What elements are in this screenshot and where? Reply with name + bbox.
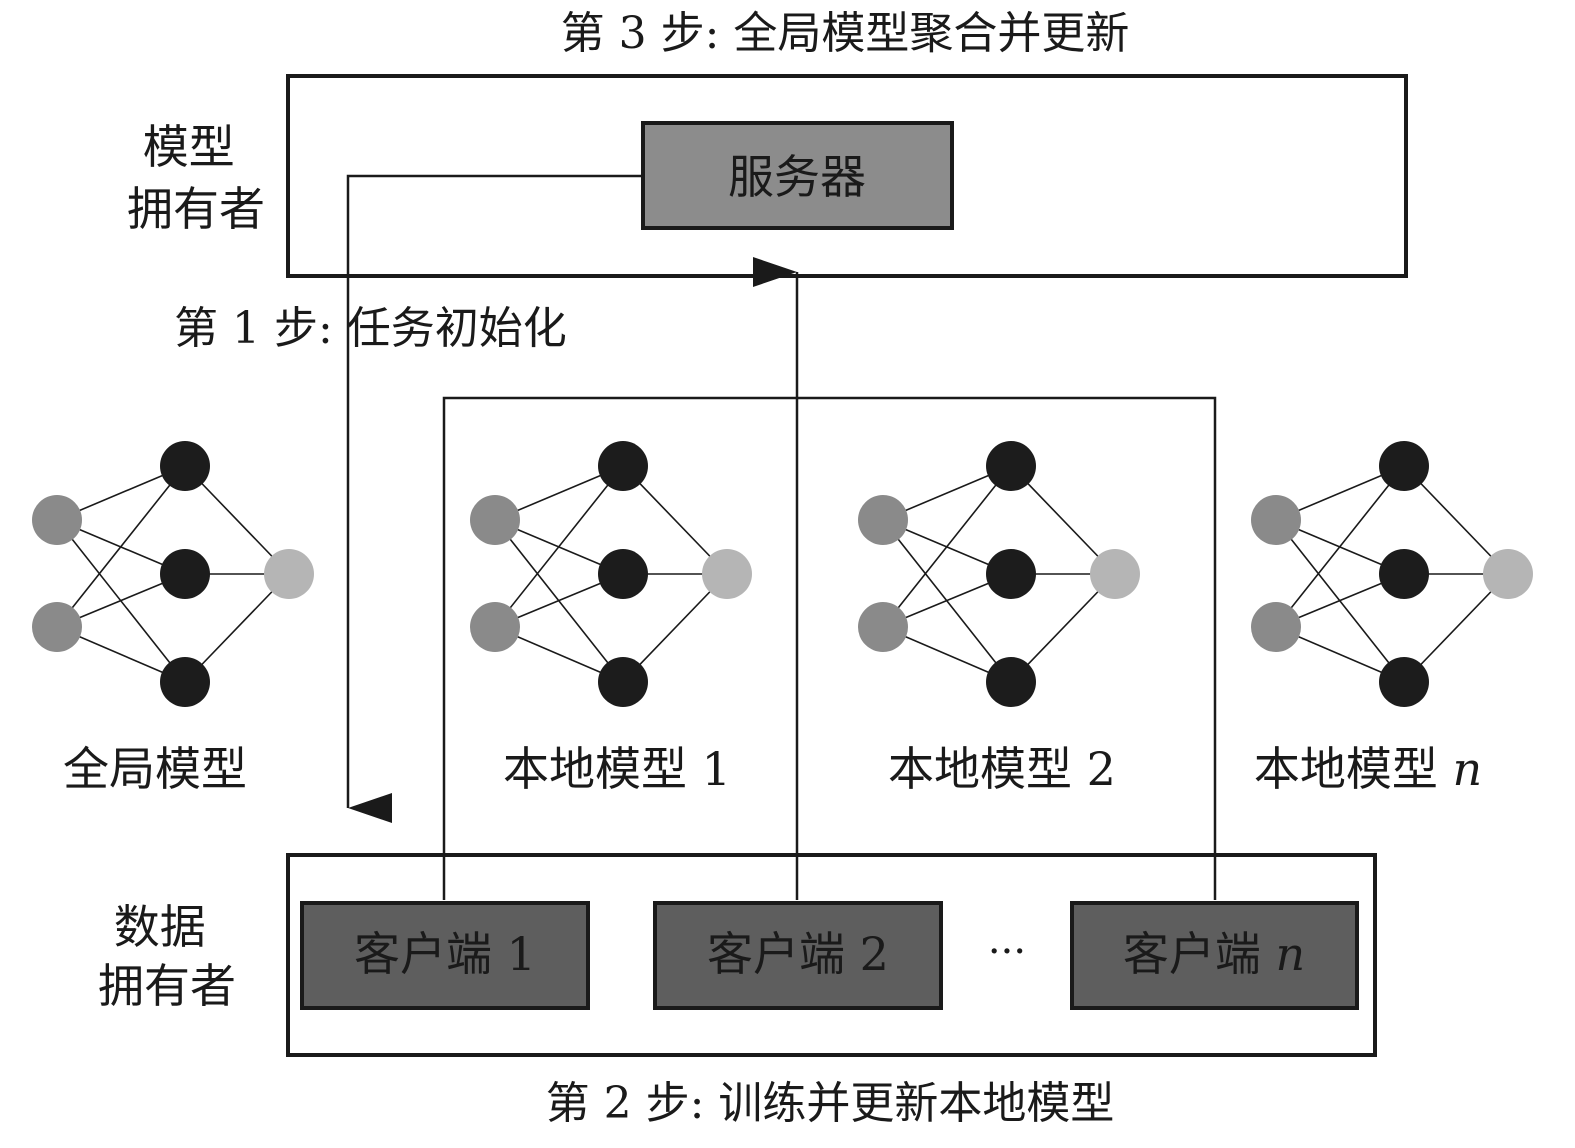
local-model-n-label: 本地模型 n (1254, 742, 1482, 796)
step2-label: 第 2 步: 训练并更新本地模型 (546, 1078, 1115, 1129)
local-model-2-label: 本地模型 2 (888, 742, 1116, 796)
network-edge (56, 465, 186, 628)
client-box-1[interactable]: 客户端 1 (300, 901, 590, 1010)
input-node (1251, 495, 1301, 545)
client-1-label: 客户端 1 (354, 927, 536, 981)
network-edge (494, 465, 624, 628)
data-owner-line2: 拥有者 (98, 959, 236, 1013)
client-2-id: 2 (860, 927, 889, 981)
model-owner-line1: 模型 (143, 120, 235, 174)
output-node (264, 549, 314, 599)
local-model-1-label-suffix: 1 (702, 742, 731, 796)
local-model-1-label-prefix: 本地模型 (503, 742, 702, 796)
global-model-label: 全局模型 (63, 742, 247, 796)
data-owner-line1: 数据 (114, 900, 206, 954)
server-label: 服务器 (728, 150, 866, 204)
input-node (32, 495, 82, 545)
client-1-rect (300, 901, 590, 1010)
hidden-node (598, 657, 648, 707)
neural-networks (32, 441, 1533, 707)
hidden-node (1379, 549, 1429, 599)
client-2-label: 客户端 2 (707, 927, 889, 981)
output-node (702, 549, 752, 599)
task-init-arrow (346, 174, 643, 823)
local-model-1-label: 本地模型 1 (503, 742, 731, 796)
client-n-prefix: 客户端 (1123, 927, 1276, 981)
local-model-1-network (470, 441, 752, 707)
output-node (1090, 549, 1140, 599)
client-n-label: 客户端 n (1123, 927, 1305, 981)
client-1-id: 1 (507, 927, 536, 981)
data-owner-label: 数据 拥有者 (98, 900, 236, 1013)
global-model-network (32, 441, 314, 707)
input-node (858, 495, 908, 545)
step1-label: 第 1 步: 任务初始化 (174, 303, 567, 354)
local-model-n-label-prefix: 本地模型 (1254, 742, 1453, 796)
client-2-prefix: 客户端 (707, 927, 860, 981)
step3-label: 第 3 步: 全局模型聚合并更新 (561, 8, 1130, 59)
hidden-node (1379, 657, 1429, 707)
local-model-2-label-suffix: 2 (1087, 742, 1116, 796)
network-edge (1275, 465, 1405, 628)
model-owner-line2: 拥有者 (127, 182, 265, 236)
hidden-node (1379, 441, 1429, 491)
local-model-n-network (1251, 441, 1533, 707)
hidden-node (160, 441, 210, 491)
hidden-node (986, 657, 1036, 707)
hidden-node (160, 657, 210, 707)
client-1-prefix: 客户端 (354, 927, 507, 981)
hidden-node (986, 441, 1036, 491)
model-owner-frame (286, 74, 1408, 278)
local-model-n-label-suffix: n (1452, 742, 1482, 796)
input-node (470, 495, 520, 545)
input-node (32, 602, 82, 652)
global-model-label-prefix: 全局模型 (63, 742, 247, 796)
local-model-2-label-prefix: 本地模型 (888, 742, 1087, 796)
input-node (1251, 602, 1301, 652)
client-2-rect (653, 901, 943, 1010)
server-rect (641, 121, 954, 230)
hidden-node (160, 549, 210, 599)
hidden-node (986, 549, 1036, 599)
hidden-node (598, 549, 648, 599)
data-owner-frame (286, 853, 1377, 1057)
local-model-2-network (858, 441, 1140, 707)
input-node (858, 602, 908, 652)
input-node (470, 602, 520, 652)
client-box-n[interactable]: 客户端 n (1070, 901, 1359, 1010)
client-box-2[interactable]: 客户端 2 (653, 901, 943, 1010)
local-update-bracket (442, 396, 1217, 900)
server-box[interactable]: 服务器 (641, 121, 954, 230)
network-edge (882, 465, 1012, 628)
client-n-id: n (1275, 927, 1305, 981)
clients-ellipsis: ··· (988, 929, 1026, 975)
client-n-rect (1070, 901, 1359, 1010)
hidden-node (598, 441, 648, 491)
model-owner-label: 模型 拥有者 (127, 120, 265, 236)
output-node (1483, 549, 1533, 599)
